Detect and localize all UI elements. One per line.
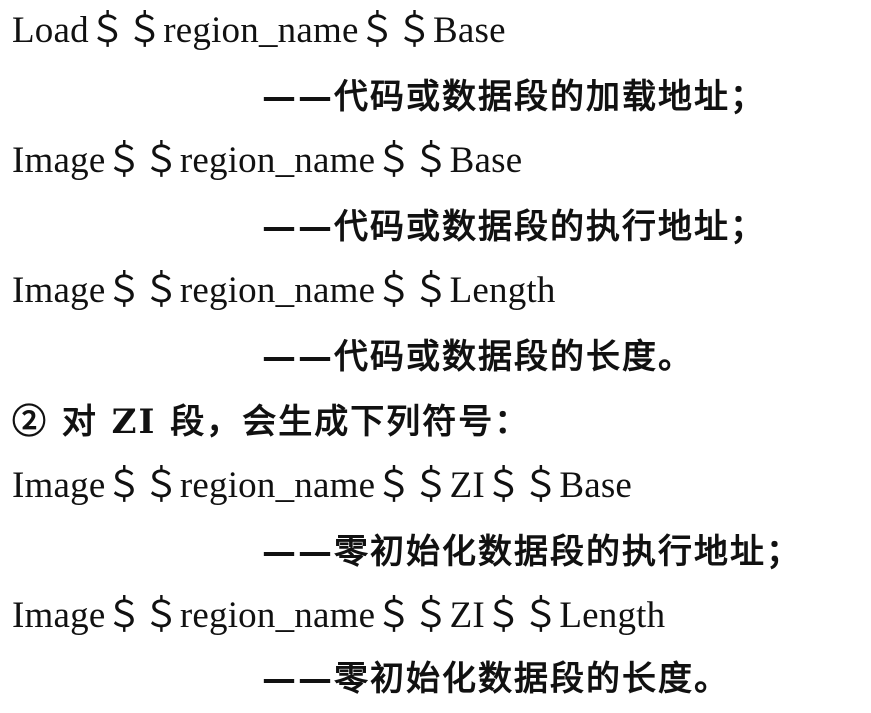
load-base-description: ——代码或数据段的加载地址； <box>262 77 766 117</box>
load-base-symbol: Load＄＄region_name＄＄Base <box>12 10 506 51</box>
zi-base-symbol: Image＄＄region_name＄＄ZI＄＄Base <box>12 465 633 506</box>
zi-section-note: ② 对 ZI 段，会生成下列符号： <box>12 402 531 442</box>
image-base-description: ——代码或数据段的执行地址； <box>262 207 766 247</box>
zi-length-symbol: Image＄＄region_name＄＄ZI＄＄Length <box>12 595 666 636</box>
image-length-description: ——代码或数据段的长度。 <box>262 337 694 377</box>
image-base-symbol: Image＄＄region_name＄＄Base <box>12 140 523 181</box>
zi-length-description: ——零初始化数据段的长度。 <box>262 659 730 699</box>
zi-base-description: ——零初始化数据段的执行地址； <box>262 532 802 572</box>
image-length-symbol: Image＄＄region_name＄＄Length <box>12 270 556 311</box>
